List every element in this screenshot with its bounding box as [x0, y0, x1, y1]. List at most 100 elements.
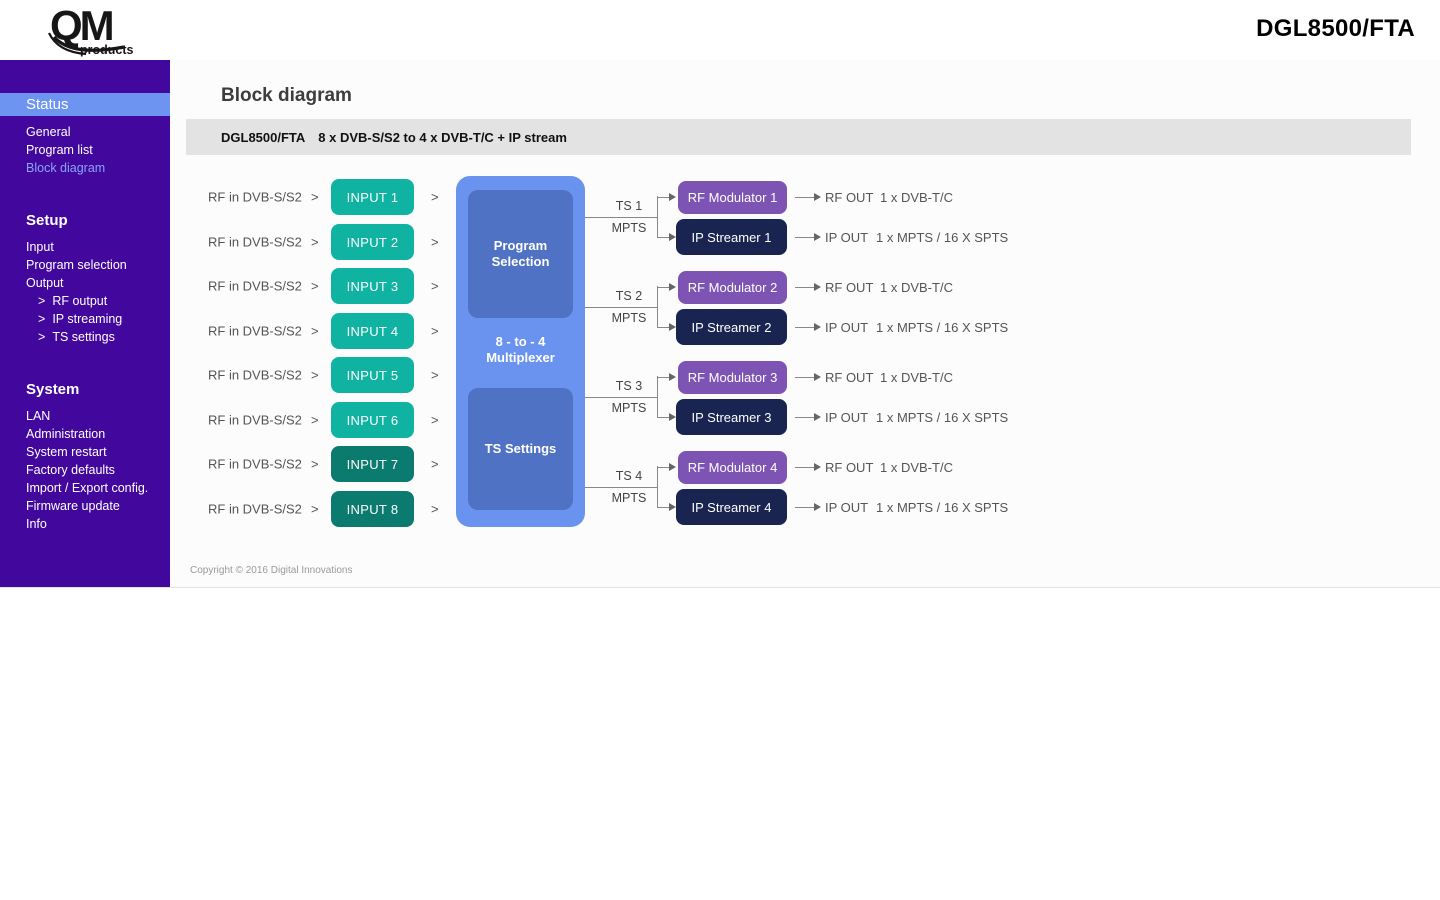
connector-line — [585, 487, 657, 488]
sidebar-item-output[interactable]: Output — [26, 276, 64, 290]
rf-out-label: RF OUT — [825, 370, 874, 385]
chevron-right-icon: > — [38, 330, 46, 344]
setup-nav-group: Input Program selection Output > RF outpu… — [0, 231, 170, 346]
sidebar-section-status[interactable]: Status — [0, 93, 170, 116]
rf-in-label: RF in DVB-S/S2 — [208, 278, 302, 294]
sidebar-item-administration[interactable]: Administration — [26, 427, 106, 441]
rf-modulator-4-block[interactable]: RF Modulator 4 — [678, 451, 787, 484]
program-selection-block[interactable]: Program Selection — [468, 190, 573, 318]
chevron-right-icon: > — [311, 501, 319, 517]
arrow-right-icon — [795, 323, 821, 331]
ip-streamer-1-block[interactable]: IP Streamer 1 — [676, 219, 787, 255]
chevron-right-icon: > — [38, 312, 46, 326]
logo-swoosh-icon — [52, 35, 125, 52]
rf-out-value: 1 x DVB-T/C — [880, 370, 953, 385]
input-row: RF in DVB-S/S2 > INPUT 8 > — [170, 491, 500, 527]
multiplexer-label: 8 - to - 4 Multiplexer — [486, 334, 555, 365]
sidebar-item-program-selection[interactable]: Program selection — [26, 258, 127, 272]
sidebar-item-ts-settings[interactable]: >TS settings — [0, 328, 170, 346]
sidebar-item-rf-output[interactable]: > RF output — [0, 292, 170, 310]
arrow-right-icon — [657, 463, 676, 471]
input-2-button[interactable]: INPUT 2 — [331, 224, 414, 260]
chevron-right-icon: > — [431, 501, 439, 517]
sidebar-item-firmware-update[interactable]: Firmware update — [26, 499, 120, 513]
chevron-right-icon: > — [311, 412, 319, 428]
rf-modulator-2-block[interactable]: RF Modulator 2 — [678, 271, 787, 304]
chevron-right-icon: > — [311, 456, 319, 472]
rf-modulator-3-block[interactable]: RF Modulator 3 — [678, 361, 787, 394]
mpts-label: MPTS — [611, 221, 647, 235]
ip-streamer-3-block[interactable]: IP Streamer 3 — [676, 399, 787, 435]
sidebar-item-block-diagram[interactable]: Block diagram — [26, 161, 106, 175]
input-3-button[interactable]: INPUT 3 — [331, 268, 414, 304]
ip-out-value: 1 x MPTS / 16 X SPTS — [876, 410, 1009, 425]
rf-in-label: RF in DVB-S/S2 — [208, 501, 302, 517]
arrow-right-icon — [795, 413, 821, 421]
arrow-right-icon — [657, 413, 676, 421]
arrow-right-icon — [657, 193, 676, 201]
model-banner: DGL8500/FTA 8 x DVB-S/S2 to 4 x DVB-T/C … — [186, 119, 1411, 155]
sidebar-item-input[interactable]: Input — [26, 240, 54, 254]
ts-settings-block[interactable]: TS Settings — [468, 388, 573, 510]
output-group-2: TS 2 MPTS RF Modulator 2 IP Streamer 2 R… — [585, 267, 1195, 347]
arrow-right-icon — [795, 233, 821, 241]
sidebar-item-lan[interactable]: LAN — [26, 409, 51, 423]
ip-out-label: IP OUT — [825, 410, 869, 425]
sidebar-item-program-list[interactable]: Program list — [26, 143, 93, 157]
page-title: Block diagram — [221, 85, 352, 106]
chevron-right-icon: > — [311, 278, 319, 294]
sidebar-item-ip-streaming[interactable]: >IP streaming — [0, 310, 170, 328]
arrow-right-icon — [795, 373, 821, 381]
connector-line — [657, 286, 658, 328]
chevron-right-icon: > — [311, 234, 319, 250]
ts-label: TS 1 — [615, 199, 643, 213]
mpts-label: MPTS — [611, 491, 647, 505]
sidebar-section-system: System — [26, 381, 80, 398]
logo-swoosh2-icon — [48, 32, 87, 56]
rf-in-label: RF in DVB-S/S2 — [208, 456, 302, 472]
rf-modulator-1-block[interactable]: RF Modulator 1 — [678, 181, 787, 214]
banner-model: DGL8500/FTA — [221, 129, 306, 145]
sidebar-item-label: RF output — [52, 294, 108, 308]
sidebar-item-general[interactable]: General — [26, 125, 71, 139]
connector-line — [585, 397, 657, 398]
chevron-right-icon: > — [38, 294, 46, 308]
main-content: Block diagram DGL8500/FTA 8 x DVB-S/S2 t… — [170, 60, 1440, 587]
system-nav-group: LAN Administration System restart Factor… — [0, 400, 170, 533]
arrow-right-icon — [795, 283, 821, 291]
input-row: RF in DVB-S/S2 > INPUT 5 > — [170, 357, 500, 393]
input-1-button[interactable]: INPUT 1 — [331, 179, 414, 215]
rf-out-value: 1 x DVB-T/C — [880, 460, 953, 475]
ts-label: TS 2 — [615, 289, 643, 303]
sidebar-item-system-restart[interactable]: System restart — [26, 445, 107, 459]
mpts-label: MPTS — [611, 401, 647, 415]
qm-products-logo[interactable]: QM products — [24, 2, 144, 63]
input-4-button[interactable]: INPUT 4 — [331, 313, 414, 349]
sidebar: Status General Program list Block diagra… — [0, 60, 170, 587]
ip-streamer-4-block[interactable]: IP Streamer 4 — [676, 489, 787, 525]
input-8-button[interactable]: INPUT 8 — [331, 491, 414, 527]
program-selection-label: Program Selection — [491, 238, 550, 269]
sidebar-item-factory-defaults[interactable]: Factory defaults — [26, 463, 115, 477]
chevron-right-icon: > — [431, 278, 439, 294]
ip-out-label: IP OUT — [825, 500, 869, 515]
rf-in-label: RF in DVB-S/S2 — [208, 367, 302, 383]
ts-label: TS 3 — [615, 379, 643, 393]
ip-streamer-2-block[interactable]: IP Streamer 2 — [676, 309, 787, 345]
input-7-button[interactable]: INPUT 7 — [331, 446, 414, 482]
connector-line — [657, 466, 658, 508]
rf-in-label: RF in DVB-S/S2 — [208, 412, 302, 428]
sidebar-item-info[interactable]: Info — [26, 517, 47, 531]
arrow-right-icon — [657, 373, 676, 381]
input-6-button[interactable]: INPUT 6 — [331, 402, 414, 438]
input-5-button[interactable]: INPUT 5 — [331, 357, 414, 393]
sidebar-item-import-export-config[interactable]: Import / Export config. — [26, 481, 149, 495]
sidebar-section-setup: Setup — [26, 212, 68, 229]
arrow-right-icon — [795, 503, 821, 511]
ip-out-value: 1 x MPTS / 16 X SPTS — [876, 230, 1009, 245]
ts-label: TS 4 — [615, 469, 643, 483]
status-nav-group: General Program list Block diagram — [0, 116, 170, 177]
output-group-1: TS 1 MPTS RF Modulator 1 IP Streamer 1 R… — [585, 177, 1195, 257]
rf-out-label: RF OUT — [825, 190, 874, 205]
mpts-label: MPTS — [611, 311, 647, 325]
